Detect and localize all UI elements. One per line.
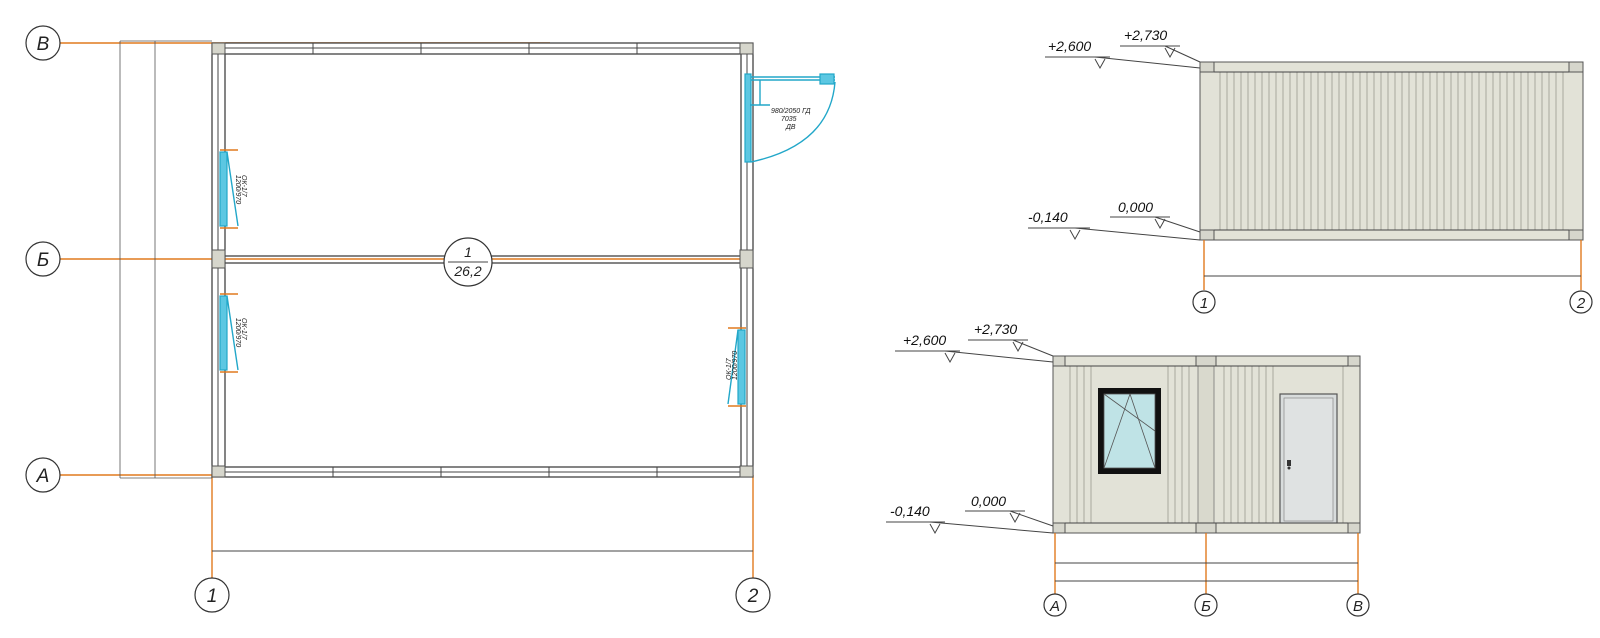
facade-a-v: +2,600 +2,730 -0,140 0,000 А Б В [886, 321, 1370, 617]
room-number: 1 [464, 244, 472, 260]
svg-text:В: В [37, 34, 50, 55]
level-label: -0,140 [1028, 209, 1068, 225]
level-label: -0,140 [890, 503, 930, 519]
door-color: 7035 [781, 116, 797, 123]
svg-text:1: 1 [207, 586, 218, 607]
level-label: 0,000 [971, 493, 1006, 509]
door-tag: 980/2050 ГД [771, 108, 811, 115]
level-label: 0,000 [1118, 199, 1153, 215]
floor-plan: ОК-1/7 1200/970 ОК-1/7 1200/970 ОК-1/7 1… [25, 25, 836, 613]
room-area: 26,2 [453, 263, 481, 279]
window-tag: ОК-1/7 [240, 318, 247, 341]
window-size: 1200/970 [732, 351, 739, 380]
room-label: 1 26,2 [443, 237, 493, 287]
window-size: 1200/970 [234, 175, 241, 204]
level-label: +2,730 [1124, 27, 1167, 43]
level-label: +2,600 [903, 332, 946, 348]
axis-bubble-a: А [25, 457, 61, 493]
axis-bubble-b: Б [25, 241, 61, 277]
svg-text:А: А [36, 466, 50, 487]
axis-bubble-1: 1 [1192, 290, 1216, 314]
door-type: ДВ [785, 124, 796, 131]
axis-bubble-a: А [1043, 593, 1067, 617]
window-left-upper: ОК-1/7 1200/970 [219, 149, 247, 229]
level-label: +2,600 [1048, 38, 1091, 54]
level-label: +2,730 [974, 321, 1017, 337]
axis-bubble-2: 2 [1569, 290, 1593, 314]
facade-door [1279, 393, 1338, 524]
window-left-lower: ОК-1/7 1200/970 [219, 293, 247, 373]
window-right: ОК-1/7 1200/970 [726, 327, 746, 407]
axis-bubble-b: Б [1194, 593, 1218, 617]
svg-text:2: 2 [747, 586, 759, 607]
axis-bubble-1: 1 [194, 577, 230, 613]
svg-text:В: В [1353, 598, 1363, 615]
svg-text:2: 2 [1576, 295, 1586, 312]
axis-bubble-v: В [1346, 593, 1370, 617]
svg-text:Б: Б [1201, 598, 1211, 615]
window-size: 1200/970 [234, 318, 241, 347]
facade-1-2: +2,600 +2,730 -0,140 0,000 1 2 [1028, 27, 1593, 314]
svg-text:Б: Б [37, 250, 49, 271]
axis-bubble-2: 2 [735, 577, 771, 613]
axis-bubble-v: В [25, 25, 61, 61]
svg-text:1: 1 [1200, 295, 1208, 312]
svg-text:А: А [1049, 598, 1060, 615]
door-swing: 980/2050 ГД 7035 ДВ [744, 73, 836, 163]
facade-window [1098, 388, 1161, 474]
window-tag: ОК-1/7 [726, 357, 733, 380]
window-tag: ОК-1/7 [240, 175, 247, 198]
